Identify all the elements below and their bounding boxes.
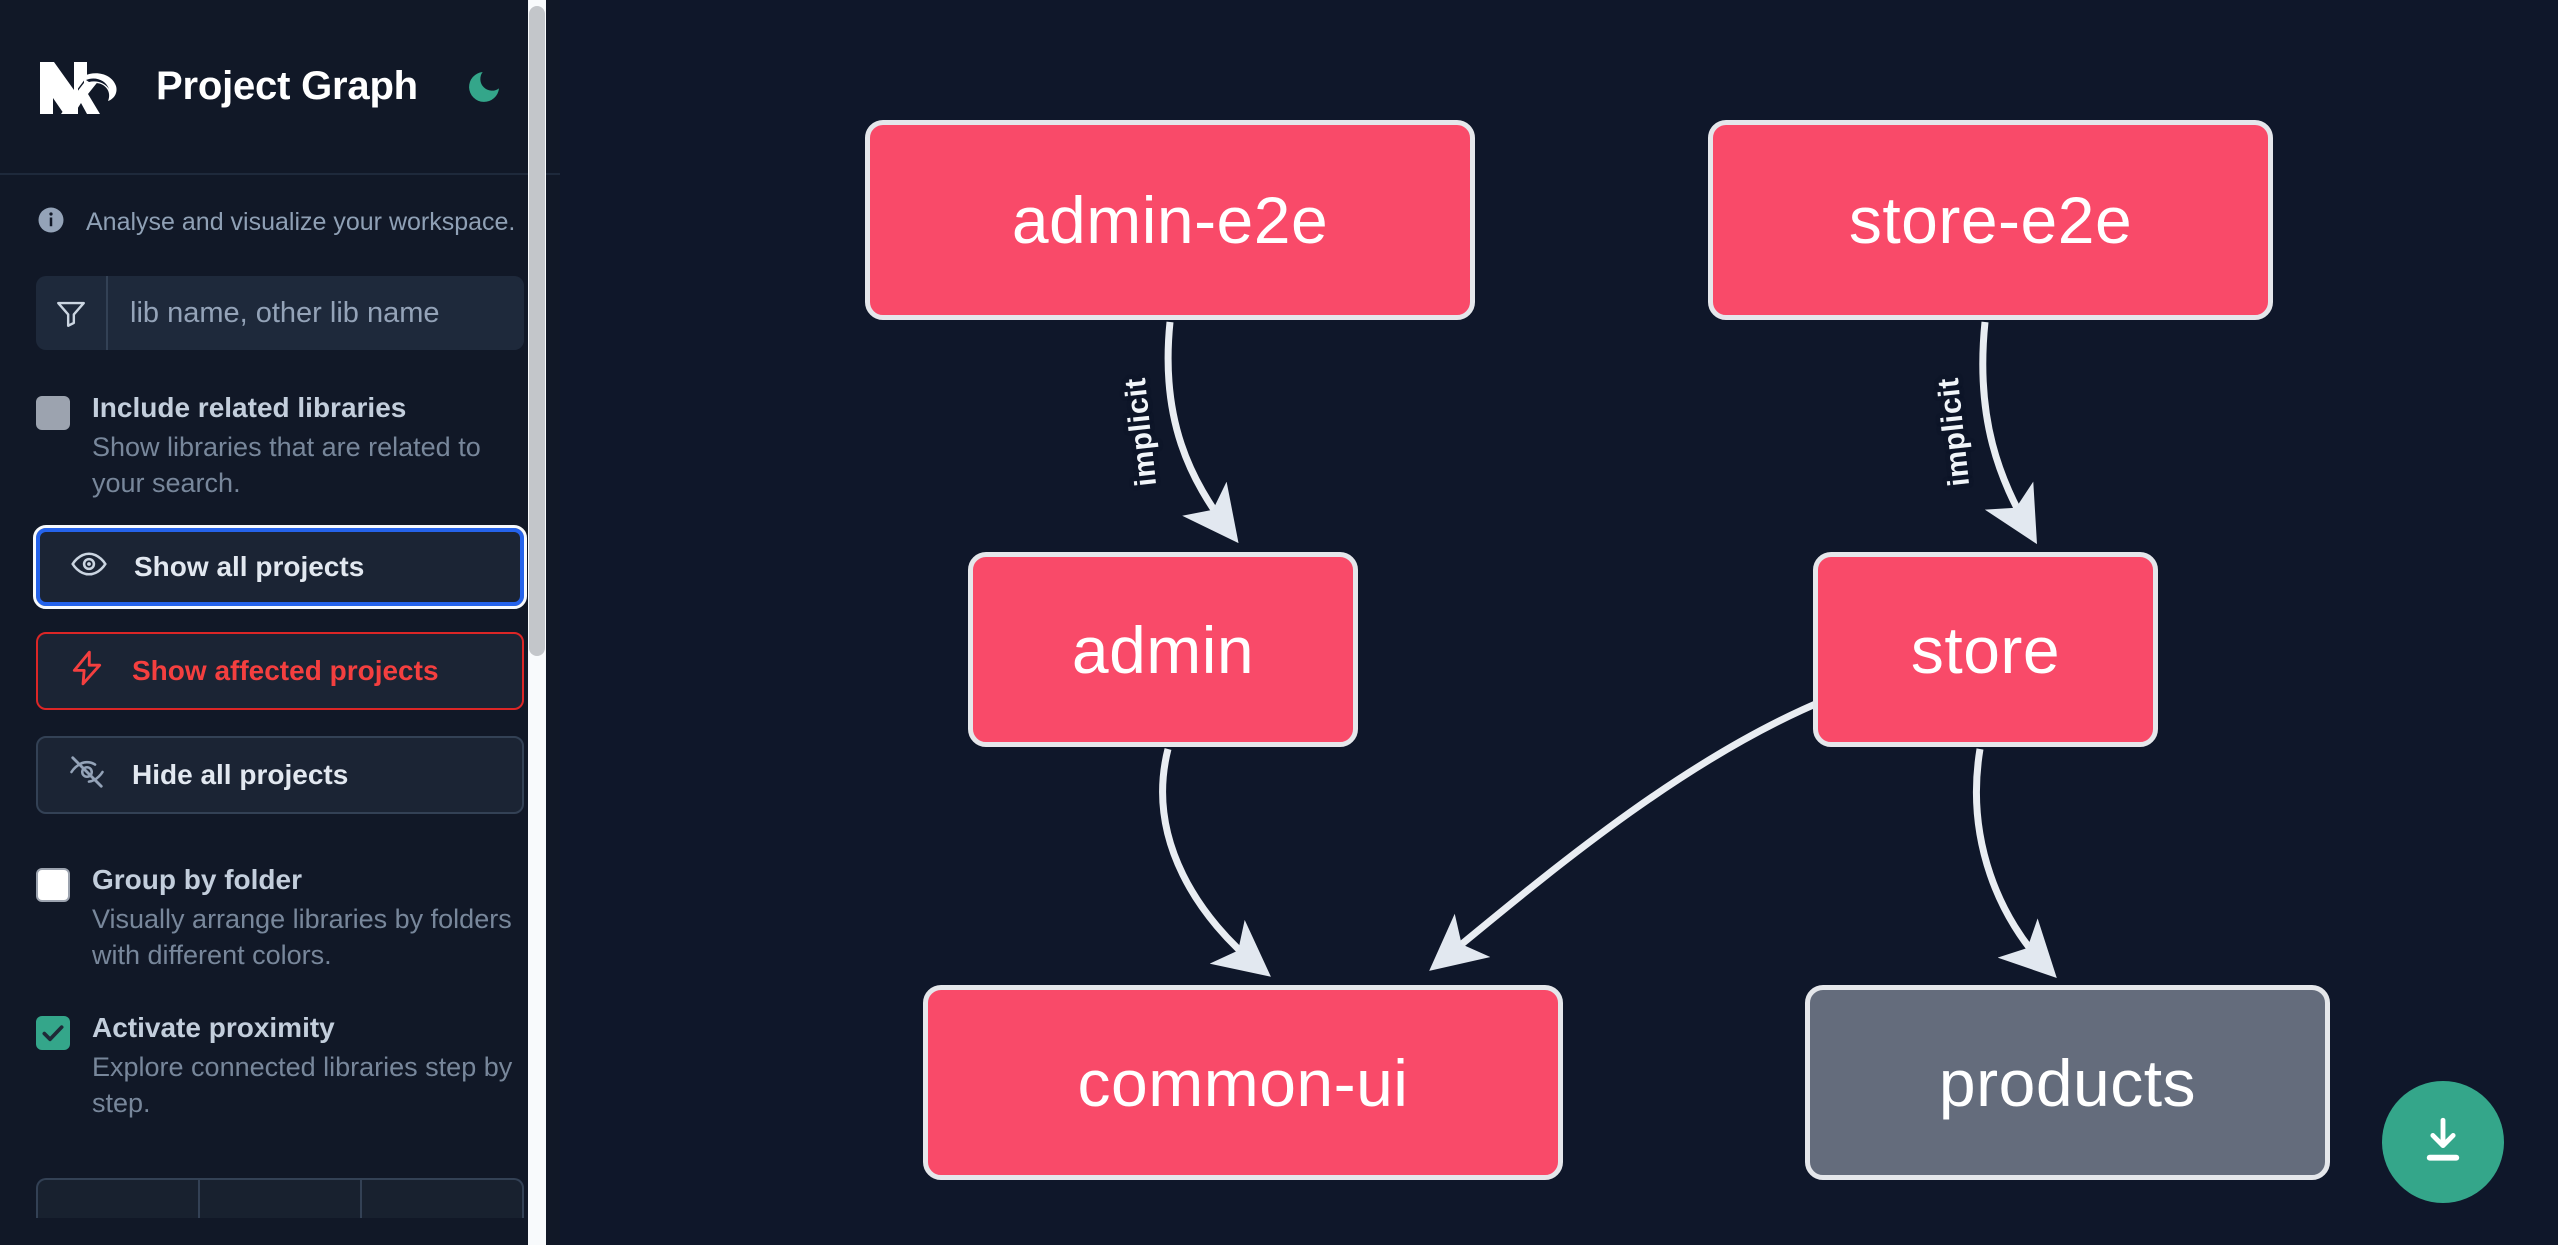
activate-proximity-checkbox[interactable] (36, 1015, 70, 1050)
edge-store-e2e-store (1979, 321, 2037, 545)
segment-1[interactable] (38, 1179, 200, 1218)
option-title: Group by folder (92, 863, 302, 895)
eye-off-icon (68, 753, 106, 796)
project-graph-canvas[interactable]: implicit implicit admin-e2e store-e2e ad… (560, 0, 2558, 1245)
node-label: admin (1071, 612, 1255, 687)
option-include-related-libraries[interactable]: Include related libraries Show libraries… (36, 390, 524, 502)
lightning-icon (68, 649, 106, 692)
graph-edges (1159, 321, 2057, 979)
option-description: Explore connected libraries step by step… (92, 1051, 513, 1119)
node-label: store-e2e (1848, 183, 2133, 257)
node-label: store (1910, 612, 2061, 687)
moon-icon[interactable] (460, 63, 508, 111)
graph-node-products[interactable]: products (1805, 985, 2330, 1180)
graph-node-admin[interactable]: admin (968, 552, 1358, 747)
graph-node-admin-e2e[interactable]: admin-e2e (865, 120, 1475, 320)
edge-admin-common-ui (1159, 748, 1271, 977)
search-input[interactable] (108, 276, 524, 350)
include-related-libraries-checkbox[interactable] (36, 396, 70, 430)
edge-store-common-ui (1429, 696, 1827, 971)
graph-node-store-e2e[interactable]: store-e2e (1708, 120, 2273, 320)
node-label: products (1938, 1045, 2197, 1120)
bottom-segmented-control[interactable] (36, 1177, 524, 1218)
sidebar-scrollbar-thumb[interactable] (529, 6, 545, 656)
node-label: common-ui (1077, 1045, 1409, 1120)
option-title: Activate proximity (92, 1011, 335, 1043)
show-affected-projects-button[interactable]: Show affected projects (36, 631, 524, 710)
check-icon (42, 1025, 64, 1041)
segment-2[interactable] (200, 1179, 362, 1218)
search-field[interactable] (36, 276, 524, 350)
option-description: Visually arrange libraries by folders wi… (92, 903, 512, 971)
download-button[interactable] (2382, 1081, 2504, 1203)
option-activate-proximity[interactable]: Activate proximity Explore connected lib… (36, 1010, 524, 1122)
info-circle-icon (36, 205, 66, 240)
graph-node-common-ui[interactable]: common-ui (923, 985, 1563, 1180)
show-affected-projects-label: Show affected projects (132, 654, 439, 686)
hide-all-projects-label: Hide all projects (132, 758, 349, 790)
node-label: admin-e2e (1011, 183, 1329, 257)
download-icon (2426, 1117, 2460, 1161)
workspace-info-text: Analyse and visualize your workspace. (86, 208, 516, 237)
option-group-by-folder[interactable]: Group by folder Visually arrange librari… (36, 862, 524, 974)
show-all-projects-label: Show all projects (134, 550, 365, 582)
hide-all-projects-button[interactable]: Hide all projects (36, 735, 524, 814)
workspace-info: Analyse and visualize your workspace. (0, 175, 560, 264)
sidebar-header: Project Graph (0, 0, 560, 175)
edge-admin-e2e-admin (1164, 321, 1239, 544)
filter-icon (36, 276, 108, 350)
group-by-folder-checkbox[interactable] (36, 867, 70, 902)
graph-node-store[interactable]: store (1813, 552, 2158, 747)
option-title: Include related libraries (92, 392, 407, 423)
page-title: Project Graph (156, 64, 418, 108)
edge-store-products (1973, 748, 2057, 979)
eye-icon (70, 545, 108, 588)
sidebar: Project Graph Analyse and visualize your… (0, 0, 560, 1245)
nx-logo-icon (36, 56, 128, 118)
show-all-projects-button[interactable]: Show all projects (33, 524, 527, 609)
segment-3[interactable] (362, 1180, 522, 1218)
option-description: Show libraries that are related to your … (92, 432, 481, 499)
